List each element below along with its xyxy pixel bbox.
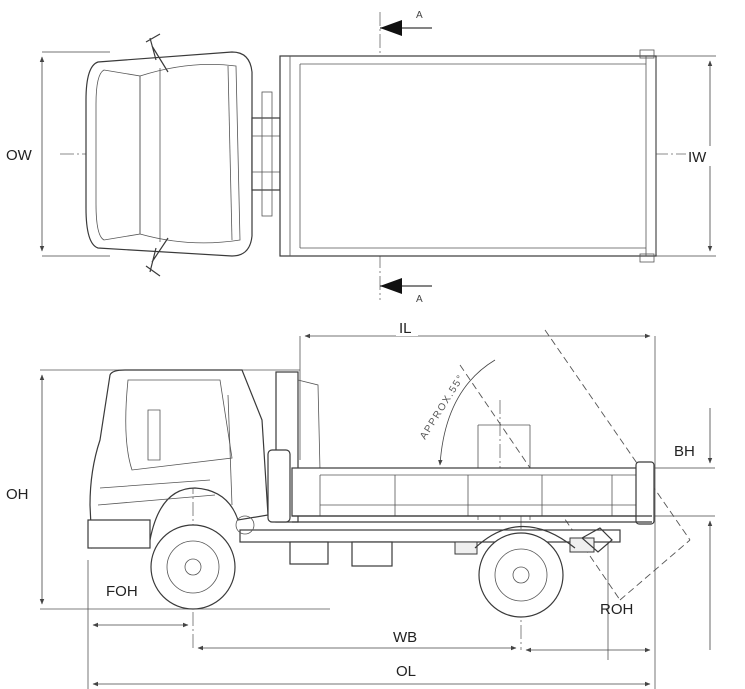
battery-box bbox=[351, 541, 393, 567]
roh-label: ROH bbox=[600, 601, 633, 618]
cab-window bbox=[125, 379, 233, 471]
tailgate-latch bbox=[635, 461, 655, 525]
section-label-top: A bbox=[416, 10, 423, 21]
oh-dimension: OH bbox=[4, 374, 45, 605]
plan-view: A A bbox=[4, 10, 716, 305]
foh-label: FOH bbox=[106, 583, 138, 600]
oh-label: OH bbox=[6, 486, 29, 503]
front-bumper bbox=[87, 519, 151, 549]
bh-dimension: BH bbox=[655, 408, 715, 650]
section-arrow-top: A bbox=[380, 10, 432, 36]
fuel-tank bbox=[289, 541, 329, 565]
il-dimension: IL bbox=[304, 318, 651, 339]
wb-label: WB bbox=[393, 629, 417, 646]
dump-body-plan bbox=[279, 49, 657, 263]
air-intake bbox=[267, 449, 291, 523]
door-handle-icon bbox=[147, 409, 161, 461]
ow-dimension: OW bbox=[4, 51, 110, 257]
mirror-right-icon bbox=[145, 237, 169, 277]
iw-label: IW bbox=[688, 149, 707, 166]
side-view: APPROX.55° bbox=[4, 318, 715, 689]
tipping-angle: APPROX.55° bbox=[418, 359, 496, 466]
cab-side bbox=[87, 369, 291, 549]
section-arrow-bottom: A bbox=[380, 278, 432, 305]
roh-dimension: ROH bbox=[525, 601, 651, 653]
bh-label: BH bbox=[674, 443, 695, 460]
ow-label: OW bbox=[6, 147, 33, 164]
angle-label: APPROX.55° bbox=[418, 373, 467, 442]
il-label: IL bbox=[399, 320, 412, 337]
front-wheel bbox=[150, 524, 236, 610]
wb-dimension: WB bbox=[197, 627, 517, 651]
raised-body-outline bbox=[459, 329, 691, 601]
rear-cab-mount-icon bbox=[235, 515, 255, 535]
frame-connector-plan bbox=[251, 91, 281, 217]
dump-body-side bbox=[275, 371, 655, 525]
cab-plan bbox=[85, 33, 253, 277]
mirror-left-icon bbox=[145, 33, 169, 73]
iw-dimension: IW bbox=[656, 55, 716, 257]
ol-label: OL bbox=[396, 663, 416, 680]
ol-dimension: OL bbox=[92, 660, 651, 687]
chassis-frame bbox=[239, 525, 621, 567]
rear-hitch-icon bbox=[580, 527, 613, 553]
rear-wheel bbox=[478, 532, 564, 618]
foh-dimension: FOH bbox=[92, 583, 189, 628]
section-label-bottom: A bbox=[416, 294, 423, 305]
